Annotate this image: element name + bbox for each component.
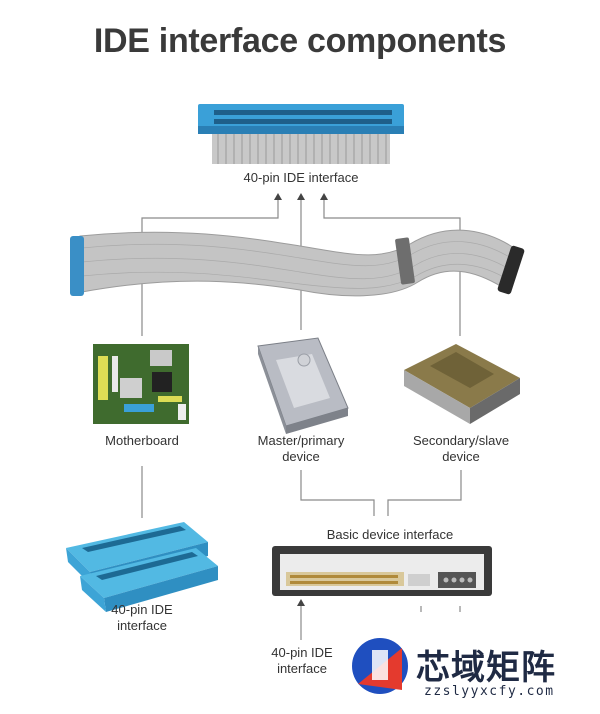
label-slave-line1: Secondary/slave (412, 433, 510, 448)
motherboard-image (93, 344, 189, 424)
watermark-url: zzslyyxcfy.com (424, 684, 555, 699)
watermark-logo-icon (352, 638, 408, 694)
label-slave-device: Secondary/slave device (396, 433, 526, 465)
label-drive-pin-interface: 40-pin IDE interface (252, 645, 352, 677)
line-connector-to-slave (323, 198, 461, 336)
drive-back-image (272, 546, 492, 596)
line-slave-to-basic (387, 470, 462, 516)
ribbon-cable-image (70, 229, 525, 297)
slave-drive-image (404, 344, 520, 424)
label-socket-line2: interface (117, 618, 167, 633)
label-slave-line2: device (442, 449, 480, 464)
top-ide-connector-image (198, 104, 404, 164)
master-drive-image (257, 337, 349, 434)
ide-sockets-image (66, 522, 218, 612)
label-drive-pin-line2: interface (277, 661, 327, 676)
label-socket-interface: 40-pin IDE interface (92, 602, 192, 634)
label-drive-pin-line1: 40-pin IDE (271, 645, 333, 660)
label-top-connector: 40-pin IDE interface (243, 170, 359, 185)
label-master-line2: device (282, 449, 320, 464)
label-socket-line1: 40-pin IDE (111, 602, 173, 617)
label-basic-device-interface: Basic device interface (326, 527, 454, 542)
label-master-device: Master/primary device (236, 433, 366, 465)
page-title: IDE interface components (93, 22, 507, 60)
label-master-line1: Master/primary (257, 433, 345, 448)
label-motherboard: Motherboard (105, 433, 179, 448)
line-master-to-basic (300, 470, 375, 516)
watermark-brand: 芯域矩阵 (416, 648, 556, 688)
